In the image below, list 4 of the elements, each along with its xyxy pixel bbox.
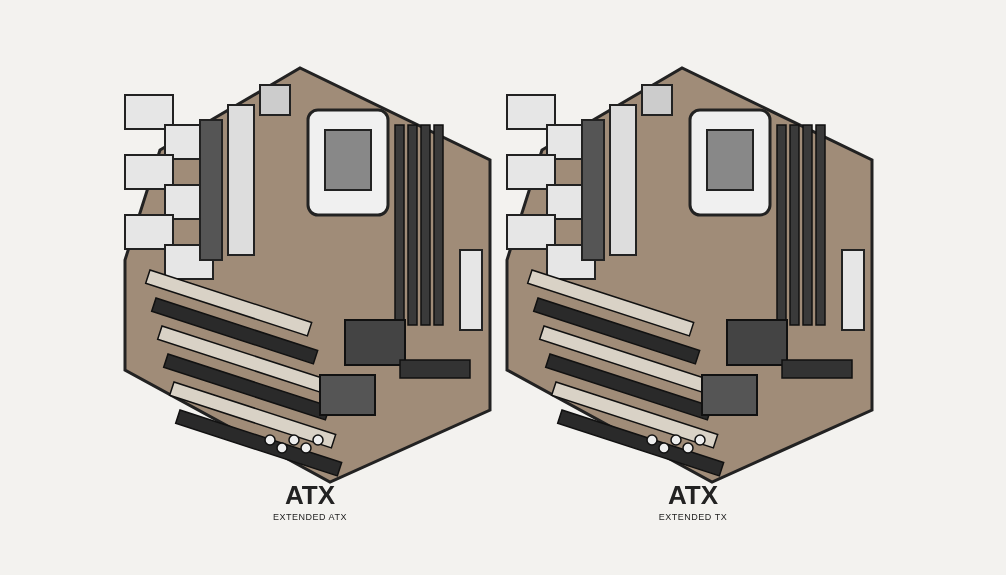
board-subtitle: EXTENDED ATX (273, 512, 347, 522)
board-title: ATX (284, 480, 336, 511)
board-subtitle: EXTENDED TX (658, 512, 728, 522)
board-title: ATX (667, 480, 719, 511)
